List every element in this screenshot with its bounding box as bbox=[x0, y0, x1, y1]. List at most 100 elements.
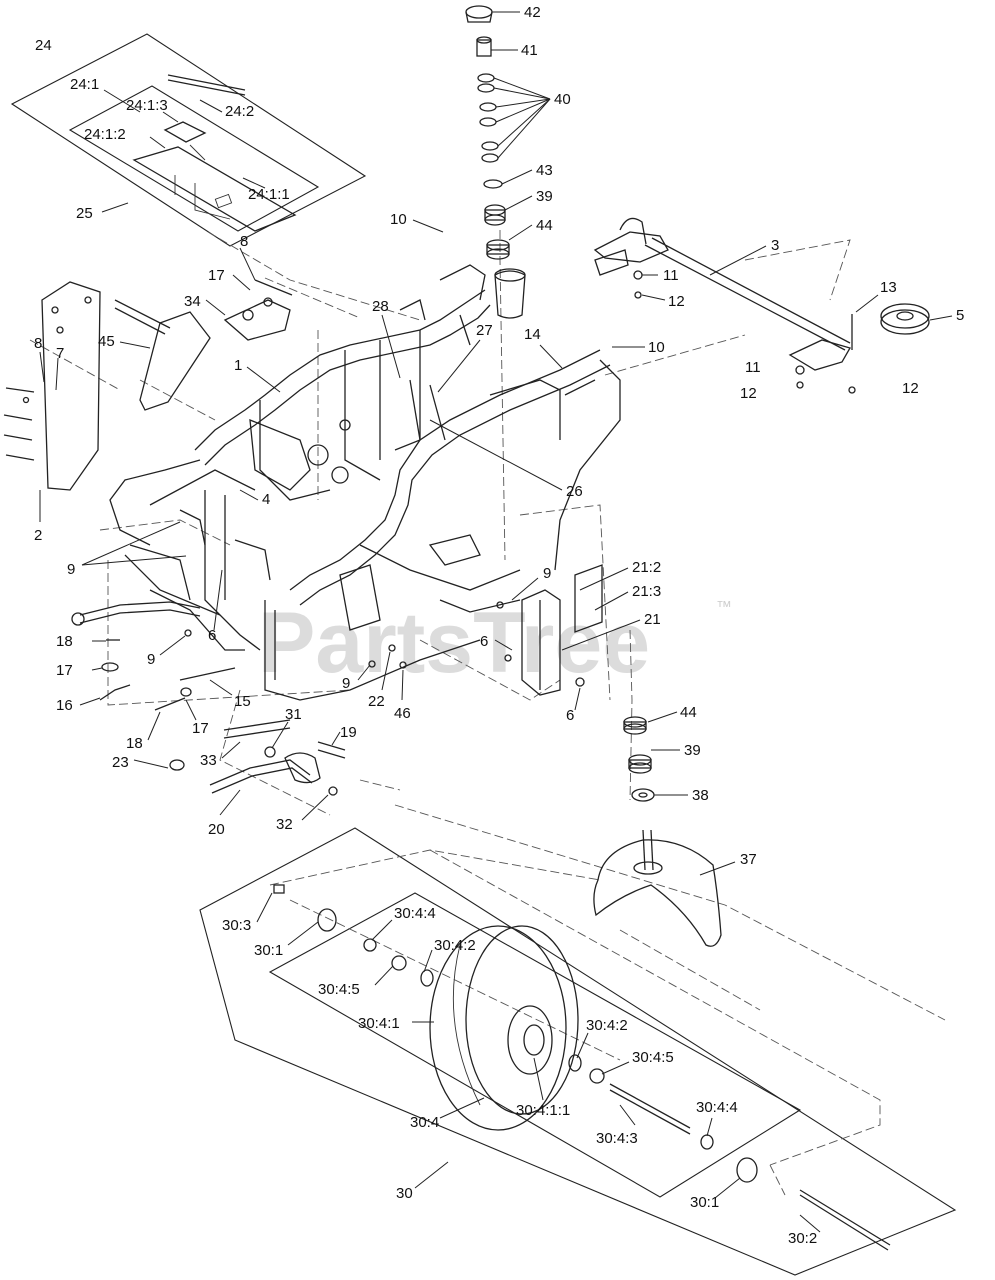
watermark-trademark: ™ bbox=[716, 599, 732, 616]
callout-30-4-5-lower: 30:4:5 bbox=[632, 1049, 674, 1066]
callout-43: 43 bbox=[536, 162, 553, 179]
callout-30-4-1-1: 30:4:1:1 bbox=[516, 1102, 570, 1119]
lower-linkage bbox=[71, 601, 346, 796]
caster-wheel-group-box bbox=[199, 827, 957, 1276]
callout-45: 45 bbox=[98, 333, 115, 350]
caster-wheel-inner-box bbox=[268, 892, 802, 1198]
callout-6-center: 6 bbox=[480, 633, 488, 650]
callout-1: 1 bbox=[234, 357, 242, 374]
callout-27: 27 bbox=[476, 322, 493, 339]
callout-39-lower: 39 bbox=[684, 742, 701, 759]
callout-9-mid: 9 bbox=[543, 565, 551, 582]
callout-10-right: 10 bbox=[648, 339, 665, 356]
callout-41: 41 bbox=[521, 42, 538, 59]
callout-32: 32 bbox=[276, 816, 293, 833]
callout-30-4: 30:4 bbox=[410, 1114, 439, 1131]
callout-30-4-2-lower: 30:4:2 bbox=[586, 1017, 628, 1034]
floor-plate-group-box bbox=[10, 33, 367, 247]
callout-19: 19 bbox=[340, 724, 357, 741]
callout-21-3: 21:3 bbox=[632, 583, 661, 600]
callout-10-upper: 10 bbox=[390, 211, 407, 228]
callout-12-upper: 12 bbox=[668, 293, 685, 310]
callout-30-4-4-upper: 30:4:4 bbox=[394, 905, 436, 922]
callout-3: 3 bbox=[771, 237, 779, 254]
callout-18-lower: 18 bbox=[126, 735, 143, 752]
callout-37: 37 bbox=[740, 851, 757, 868]
callout-44-upper: 44 bbox=[536, 217, 553, 234]
callout-24-1: 24:1 bbox=[70, 76, 99, 93]
main-frame bbox=[109, 249, 629, 701]
callout-9-lower-mid: 9 bbox=[342, 675, 350, 692]
callout-31: 31 bbox=[285, 706, 302, 723]
callout-34: 34 bbox=[184, 293, 201, 310]
callout-30-4-4-lower: 30:4:4 bbox=[696, 1099, 738, 1116]
callout-40: 40 bbox=[554, 91, 571, 108]
side-panel-right bbox=[184, 564, 603, 696]
callout-30-1-upper: 30:1 bbox=[254, 942, 283, 959]
callout-30-4-3: 30:4:3 bbox=[596, 1130, 638, 1147]
floor-plate-parts bbox=[132, 74, 297, 232]
leader-lines bbox=[39, 11, 953, 1233]
callout-21: 21 bbox=[644, 611, 661, 628]
callout-15: 15 bbox=[234, 693, 251, 710]
callout-24-1-2: 24:1:2 bbox=[84, 126, 126, 143]
callout-14: 14 bbox=[524, 326, 541, 343]
caster-wheel bbox=[273, 884, 891, 1251]
callout-17-lower: 17 bbox=[192, 720, 209, 737]
callout-5: 5 bbox=[956, 307, 964, 324]
callout-24: 24 bbox=[35, 37, 52, 54]
callout-13: 13 bbox=[880, 279, 897, 296]
callout-9-lower-left: 9 bbox=[147, 651, 155, 668]
callout-46: 46 bbox=[394, 705, 411, 722]
front-axle-assembly bbox=[593, 217, 930, 394]
callout-2: 2 bbox=[34, 527, 42, 544]
king-pin-stack-upper bbox=[465, 5, 510, 260]
callout-30-1-lower: 30:1 bbox=[690, 1194, 719, 1211]
callout-30-2: 30:2 bbox=[788, 1230, 817, 1247]
callout-12-left: 12 bbox=[740, 385, 757, 402]
callout-16: 16 bbox=[56, 697, 73, 714]
callout-8-pedal: 8 bbox=[240, 233, 248, 250]
alignment-guides bbox=[29, 230, 946, 1196]
callout-30-3: 30:3 bbox=[222, 917, 251, 934]
callout-21-2: 21:2 bbox=[632, 559, 661, 576]
callout-42: 42 bbox=[524, 4, 541, 21]
side-plate bbox=[3, 281, 101, 491]
callout-24-2: 24:2 bbox=[225, 103, 254, 120]
callout-8-left: 8 bbox=[34, 335, 42, 352]
callout-11-upper: 11 bbox=[663, 267, 679, 284]
callout-30-4-2-upper: 30:4:2 bbox=[434, 937, 476, 954]
callout-44-lower: 44 bbox=[680, 704, 697, 721]
callout-4: 4 bbox=[262, 491, 270, 508]
callout-33: 33 bbox=[200, 752, 217, 769]
callout-18-upper: 18 bbox=[56, 633, 73, 650]
callout-30-4-5-upper: 30:4:5 bbox=[318, 981, 360, 998]
watermark-text: PartsTree bbox=[258, 595, 650, 691]
callout-22: 22 bbox=[368, 693, 385, 710]
callout-17-left: 17 bbox=[56, 662, 73, 679]
callout-11-right: 11 bbox=[745, 359, 761, 376]
callout-39-upper: 39 bbox=[536, 188, 553, 205]
callout-25: 25 bbox=[76, 205, 93, 222]
callout-7: 7 bbox=[56, 345, 64, 362]
callout-24-1-1: 24:1:1 bbox=[248, 186, 290, 203]
callout-26: 26 bbox=[566, 483, 583, 500]
callout-24-1-3: 24:1:3 bbox=[126, 97, 168, 114]
callout-23: 23 bbox=[112, 754, 129, 771]
callout-6-left: 6 bbox=[208, 627, 216, 644]
callout-30: 30 bbox=[396, 1185, 413, 1202]
pedal-assembly bbox=[114, 279, 293, 411]
callout-12-right: 12 bbox=[902, 380, 919, 397]
callout-9-left: 9 bbox=[67, 561, 75, 578]
callout-6-right: 6 bbox=[566, 707, 574, 724]
caster-fork-assembly bbox=[593, 716, 722, 947]
callout-30-4-1: 30:4:1 bbox=[358, 1015, 400, 1032]
floor-plate-inner-box bbox=[68, 85, 320, 232]
callout-17-pedal: 17 bbox=[208, 267, 225, 284]
callout-28: 28 bbox=[372, 298, 389, 315]
callout-labels: 42 41 40 43 39 44 24 24:1 24:1:3 24:2 24… bbox=[34, 4, 964, 1247]
callout-20: 20 bbox=[208, 821, 225, 838]
callout-38: 38 bbox=[692, 787, 709, 804]
